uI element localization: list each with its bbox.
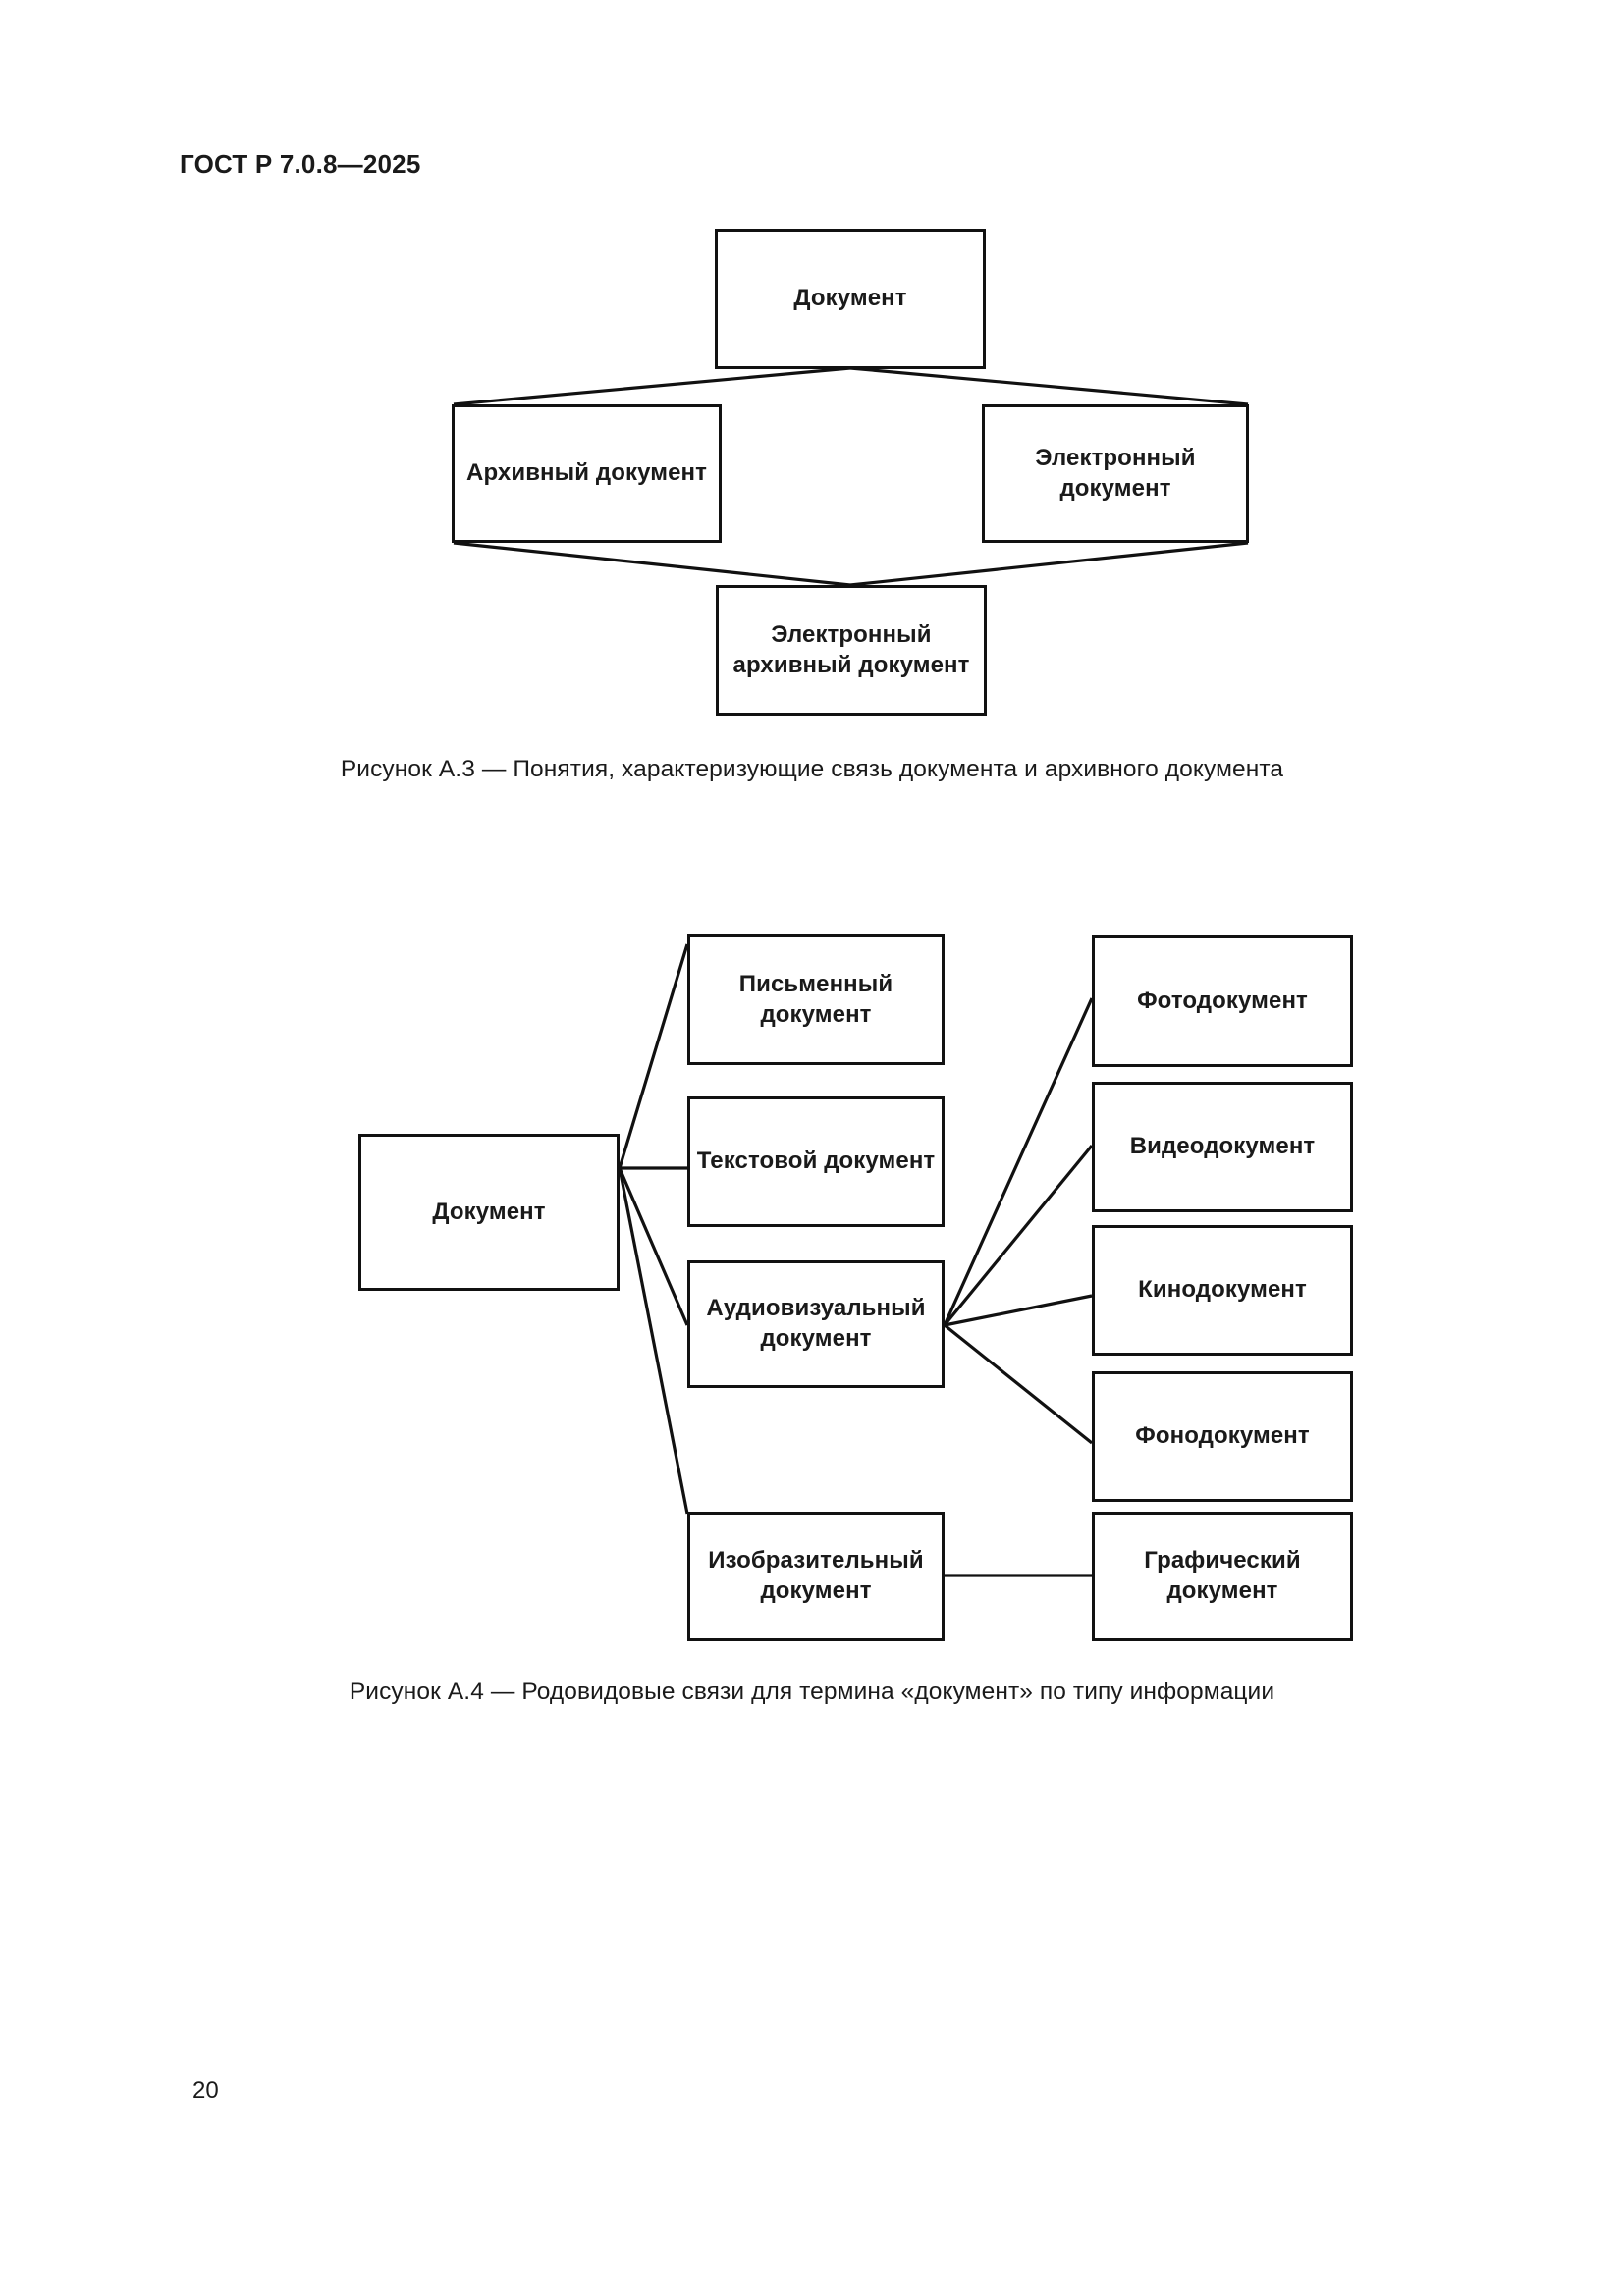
node-electronic-document[interactable]: Электронный документ (982, 404, 1249, 543)
node-document[interactable]: Документ (358, 1134, 620, 1291)
page-number: 20 (192, 2077, 219, 2104)
figure-a4-connectors (618, 943, 1094, 1577)
figure-a4: Документ Письменный документ Текстовой д… (0, 913, 1624, 1728)
node-graphic-document[interactable]: Графический документ (1092, 1512, 1353, 1641)
figure-a3-connectors (453, 366, 1249, 587)
node-electronic-archival-document[interactable]: Электронный архивный документ (716, 585, 987, 716)
node-phono-document[interactable]: Фонодокумент (1092, 1371, 1353, 1502)
figure-a4-caption: Рисунок А.4 — Родовидовые связи для терм… (349, 1679, 1275, 1705)
figure-a3: Документ Архивный документ Электронный д… (0, 0, 1624, 805)
node-photo-document[interactable]: Фотодокумент (1092, 935, 1353, 1067)
node-film-document[interactable]: Кинодокумент (1092, 1225, 1353, 1356)
figure-a3-caption: Рисунок А.3 — Понятия, характеризующие с… (340, 756, 1284, 782)
node-audiovisual-document[interactable]: Аудиовизуальный документ (687, 1260, 945, 1388)
node-written-document[interactable]: Письменный документ (687, 934, 945, 1065)
node-text-document[interactable]: Текстовой документ (687, 1096, 945, 1227)
node-video-document[interactable]: Видеодокумент (1092, 1082, 1353, 1212)
node-pictorial-document[interactable]: Изобразительный документ (687, 1512, 945, 1641)
node-archival-document[interactable]: Архивный документ (452, 404, 722, 543)
node-document[interactable]: Документ (715, 229, 986, 369)
running-head-standard-number: ГОСТ Р 7.0.8—2025 (180, 149, 421, 179)
